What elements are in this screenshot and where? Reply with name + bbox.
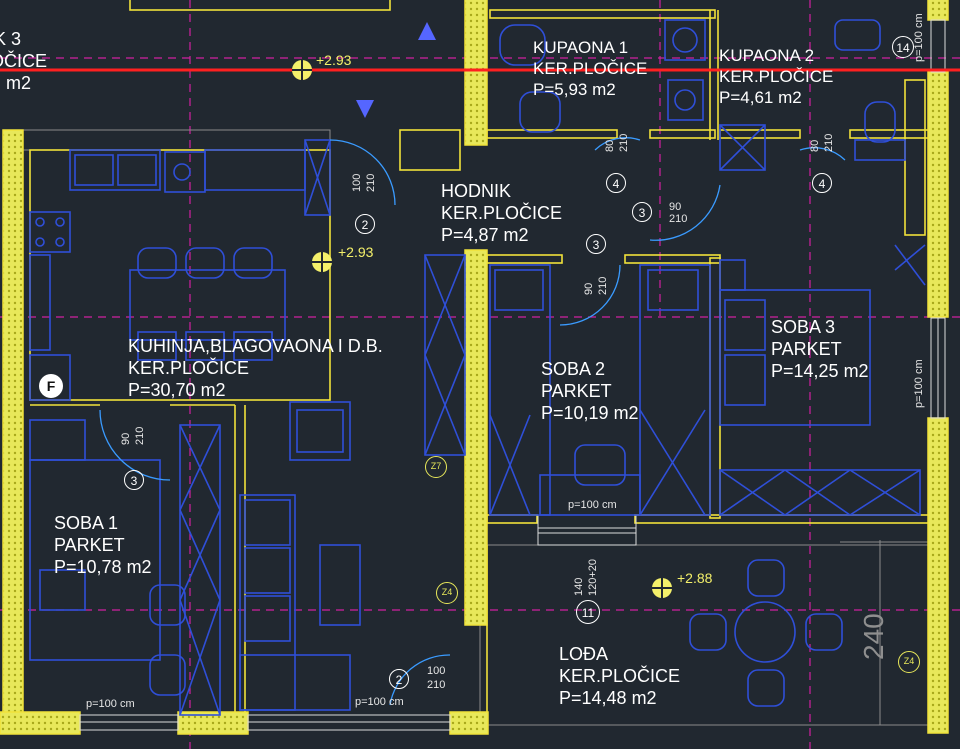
room-finish: KER.PLOČICE (441, 203, 563, 223)
elevation-label: +2.93 (316, 52, 352, 68)
section-arrow-up-icon (418, 22, 436, 40)
window-label: p=100 cm (568, 499, 617, 511)
room-name: SOBA 2 (541, 359, 606, 379)
room-area: m2 (6, 73, 32, 93)
room-name: KUHINJA,BLAGOVAONA I D.B. (128, 336, 383, 356)
section-arrow-down-icon (356, 100, 374, 118)
door-width-label: 100 (427, 665, 446, 677)
door-tag: 2 (355, 214, 375, 234)
door-width-label: 90 (669, 201, 682, 213)
room-label-top-left: K 3 OČICE m2 (0, 28, 47, 94)
room-area: P=10,78 m2 (54, 557, 152, 577)
room-finish: KER.PLOČICE (719, 67, 834, 86)
door-tag: 4 (812, 173, 832, 193)
door-swings (99, 137, 846, 706)
f-symbol-icon: F (39, 374, 63, 398)
window-label: p=100 cm (86, 698, 135, 710)
room-label-loda: LOĐA KER.PLOČICE P=14,48 m2 (559, 643, 680, 709)
furniture (29, 19, 926, 716)
room-label-hodnik: HODNIK KER.PLOČICE P=4,87 m2 (441, 180, 562, 246)
room-name: K 3 (0, 29, 22, 49)
room-area: P=4,87 m2 (441, 225, 529, 245)
room-finish: PARKET (541, 381, 612, 401)
door-height-label: 210 (823, 133, 835, 152)
opening-height-label: 140 (573, 577, 585, 596)
load-bearing-walls (0, 0, 949, 735)
room-area: P=30,70 m2 (128, 380, 226, 400)
room-area: P=10,19 m2 (541, 403, 639, 423)
door-height-label: 210 (669, 213, 688, 225)
room-finish: KER.PLOČICE (128, 358, 250, 378)
dimension-label: 240 (858, 613, 889, 660)
door-tag: 11 (576, 600, 600, 624)
door-height-label: 210 (597, 276, 609, 295)
door-width-label: 90 (583, 282, 595, 295)
room-area: P=5,93 m2 (533, 80, 616, 99)
room-finish: OČICE (0, 51, 48, 71)
door-tag: 14 (892, 36, 914, 58)
elevation-markers (292, 60, 672, 598)
room-name: KUPAONA 2 (719, 46, 815, 65)
room-label-kupaona-1: KUPAONA 1 KER.PLOČICE P=5,93 m2 (533, 37, 647, 100)
door-width-label: 100 (351, 173, 363, 192)
window-label: p=100 cm (355, 696, 404, 708)
room-label-soba-3: SOBA 3 PARKET P=14,25 m2 (771, 316, 869, 382)
room-label-kupaona-2: KUPAONA 2 KER.PLOČICE P=4,61 m2 (719, 45, 833, 108)
room-name: KUPAONA 1 (533, 38, 629, 57)
door-tag: 3 (632, 202, 652, 222)
door-tag: 2 (389, 669, 409, 689)
door-height-label: 210 (134, 426, 146, 445)
room-area: P=14,48 m2 (559, 688, 657, 708)
room-area: P=14,25 m2 (771, 361, 869, 381)
room-name: LOĐA (559, 644, 609, 664)
window-label: p=100 cm (913, 13, 925, 62)
room-finish: PARKET (771, 339, 842, 359)
wall-type-tag: Z4 (898, 651, 920, 673)
room-name: SOBA 3 (771, 317, 836, 337)
room-label-soba-1: SOBA 1 PARKET P=10,78 m2 (54, 512, 152, 578)
room-label-soba-2: SOBA 2 PARKET P=10,19 m2 (541, 358, 639, 424)
wall-type-tag: Z7 (425, 456, 447, 478)
windows (79, 19, 946, 731)
wall-type-tag: Z4 (436, 582, 458, 604)
door-tag: 3 (586, 234, 606, 254)
room-finish: KER.PLOČICE (533, 59, 648, 78)
door-height-label: 210 (427, 679, 446, 691)
door-height-label: 210 (365, 173, 377, 192)
room-finish: KER.PLOČICE (559, 666, 681, 686)
door-tag: 3 (124, 470, 144, 490)
room-name: SOBA 1 (54, 513, 119, 533)
door-width-label: 80 (809, 139, 821, 152)
room-area: P=4,61 m2 (719, 88, 802, 107)
door-height-label: 210 (618, 133, 630, 152)
elevation-label: +2.93 (338, 244, 374, 260)
room-finish: PARKET (54, 535, 125, 555)
door-width-label: 90 (120, 432, 132, 445)
room-label-kuhinja: KUHINJA,BLAGOVAONA I D.B. KER.PLOČICE P=… (128, 335, 383, 401)
elevation-label: +2.88 (677, 570, 713, 586)
opening-height-label: 120+20 (587, 558, 599, 596)
door-width-label: 80 (604, 139, 616, 152)
window-label: p=100 cm (913, 359, 925, 408)
room-name: HODNIK (441, 181, 512, 201)
door-tag: 4 (606, 173, 626, 193)
